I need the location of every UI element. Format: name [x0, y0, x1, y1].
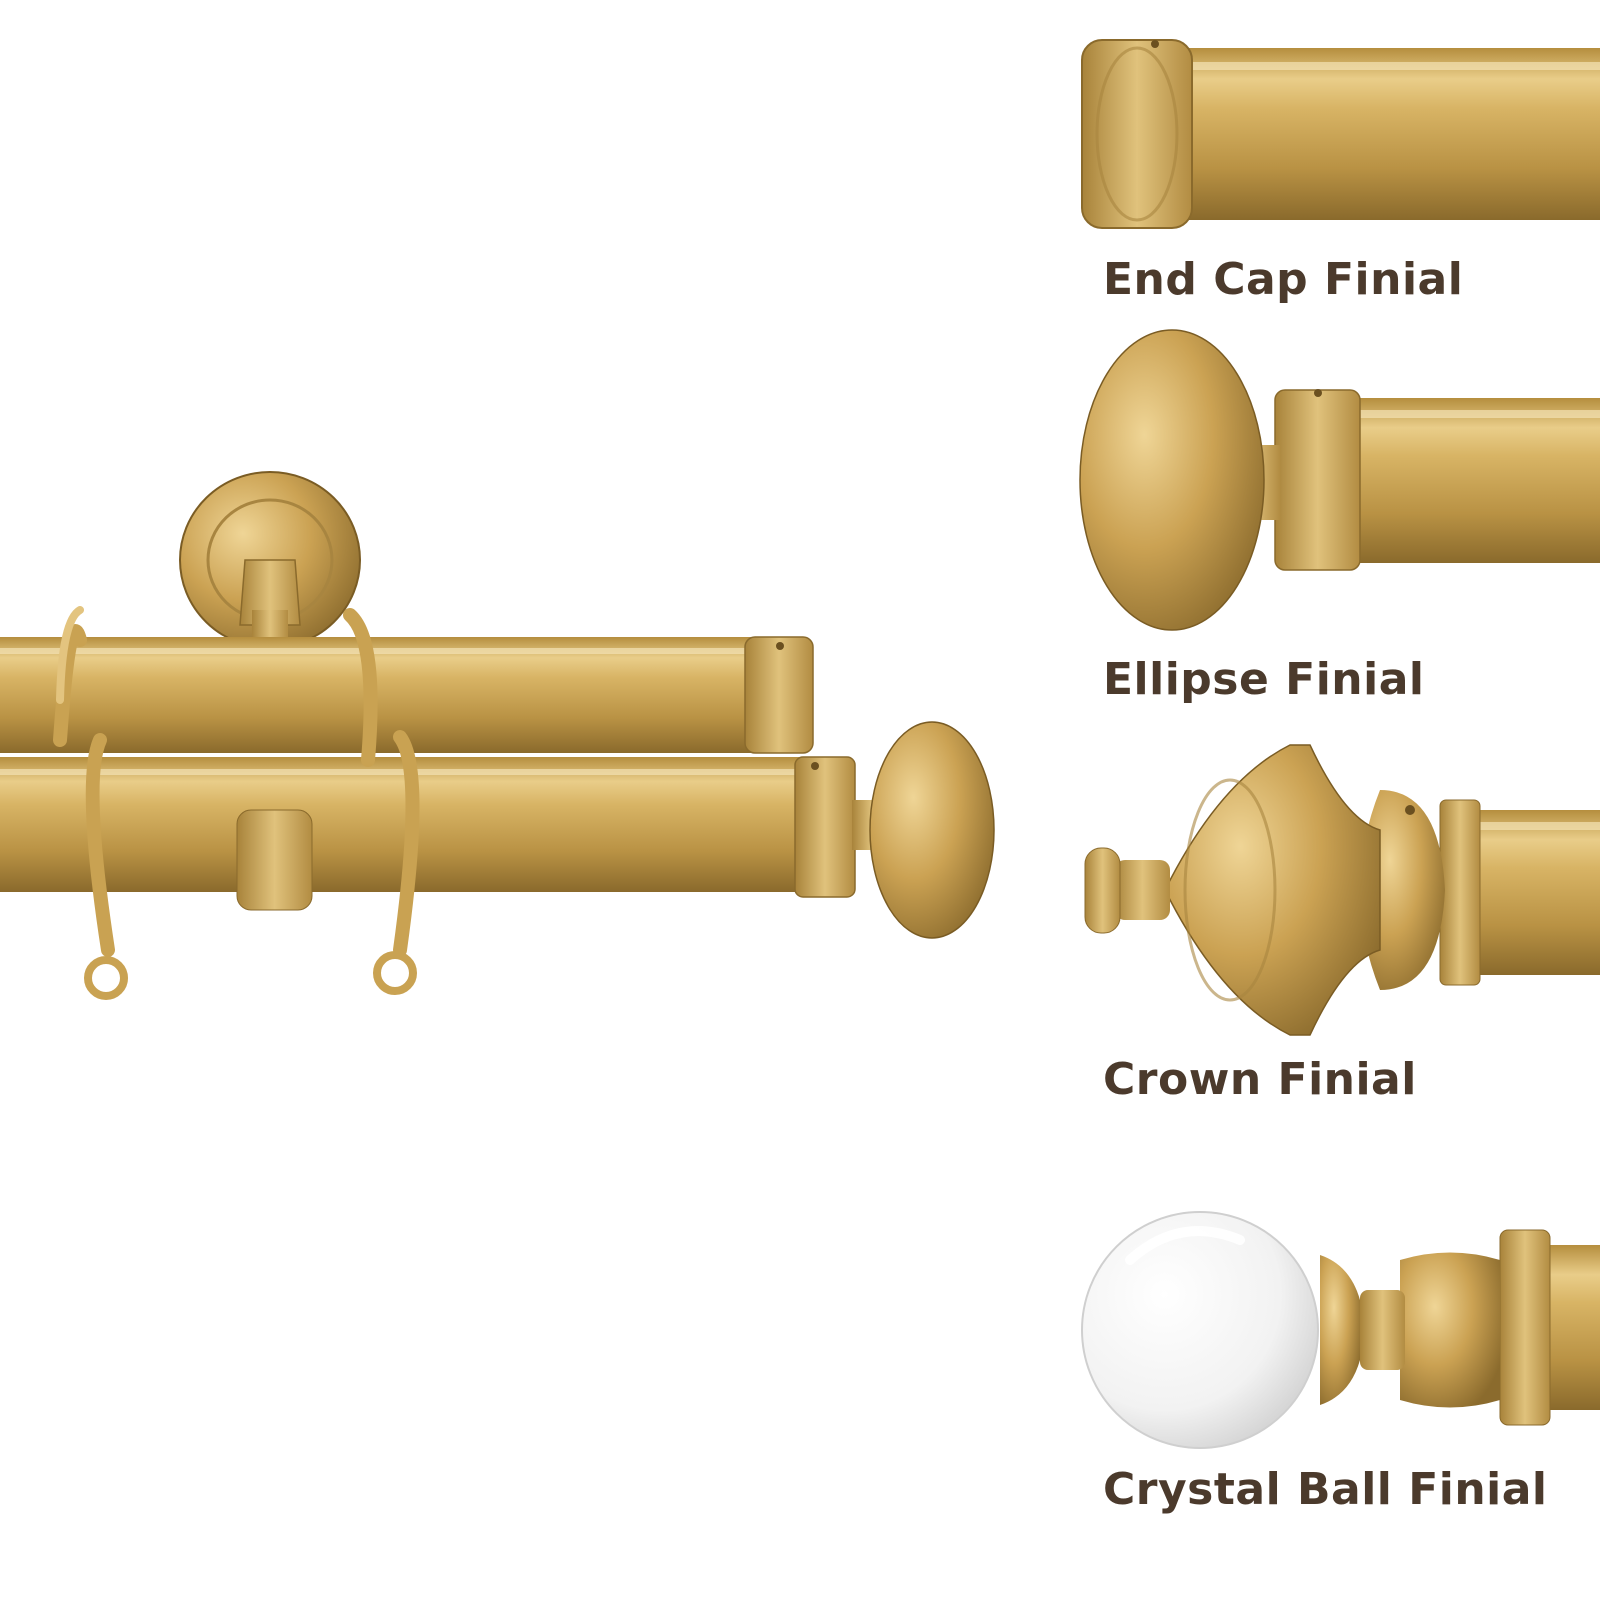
curtain-ring — [84, 733, 128, 1000]
end-cap-finial-label: End Cap Finial — [1103, 254, 1464, 305]
curtain-ring — [373, 730, 420, 995]
crown-finial-label: Crown Finial — [1103, 1054, 1417, 1105]
ellipse-finial-image — [1079, 329, 1600, 631]
curtain-ring — [53, 606, 87, 747]
crystal-ball-finial-image — [1081, 1211, 1600, 1449]
crown-finial-image — [1084, 744, 1600, 1036]
curtain-ring — [343, 608, 378, 767]
double-rod-assembly — [0, 471, 995, 1000]
crystal-ball-finial-label: Crystal Ball Finial — [1103, 1464, 1548, 1515]
rear-rod-end-cap — [744, 636, 814, 754]
ellipse-finial-label: Ellipse Finial — [1103, 654, 1425, 705]
rear-rod — [0, 637, 760, 753]
front-rod-ellipse-finial — [869, 721, 995, 939]
crystal-ball — [1081, 1211, 1319, 1449]
end-cap-finial-image — [1081, 39, 1600, 229]
bracket-arm — [239, 559, 301, 626]
